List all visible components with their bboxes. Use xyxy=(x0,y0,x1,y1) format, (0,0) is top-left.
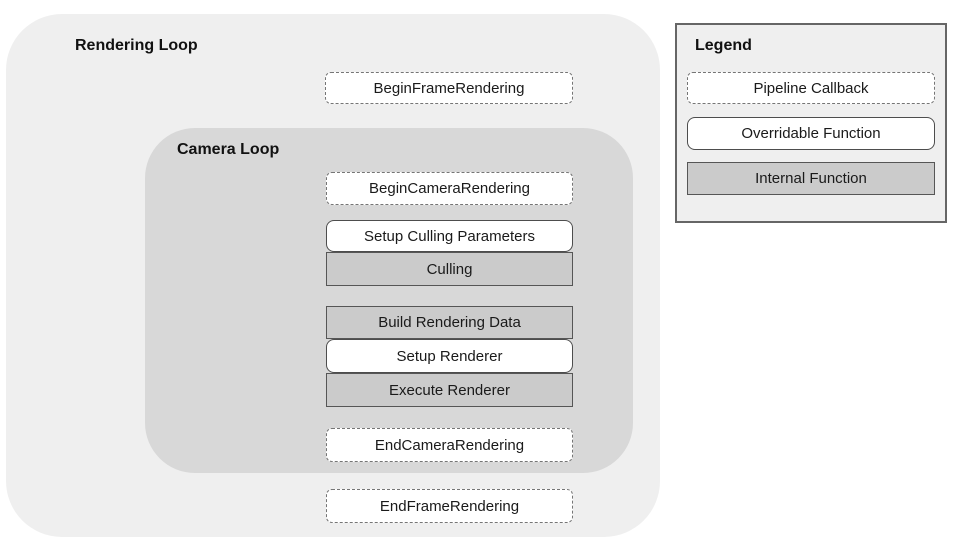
node-culling: Culling xyxy=(326,252,573,286)
node-setup-culling-parameters: Setup Culling Parameters xyxy=(326,220,573,252)
node-build-rendering-data: Build Rendering Data xyxy=(326,306,573,339)
node-execute-renderer: Execute Renderer xyxy=(326,373,573,407)
legend-item-overridable-function: Overridable Function xyxy=(687,117,935,150)
camera-loop-title: Camera Loop xyxy=(177,141,280,158)
node-end-camera-rendering: EndCameraRendering xyxy=(326,428,573,462)
legend-item-pipeline-callback: Pipeline Callback xyxy=(687,72,935,104)
legend-title: Legend xyxy=(695,37,752,54)
rendering-loop-title: Rendering Loop xyxy=(75,37,198,54)
node-begin-frame-rendering: BeginFrameRendering xyxy=(325,72,573,104)
node-end-frame-rendering: EndFrameRendering xyxy=(326,489,573,523)
node-setup-renderer: Setup Renderer xyxy=(326,339,573,373)
legend-item-internal-function: Internal Function xyxy=(687,162,935,195)
node-begin-camera-rendering: BeginCameraRendering xyxy=(326,172,573,205)
